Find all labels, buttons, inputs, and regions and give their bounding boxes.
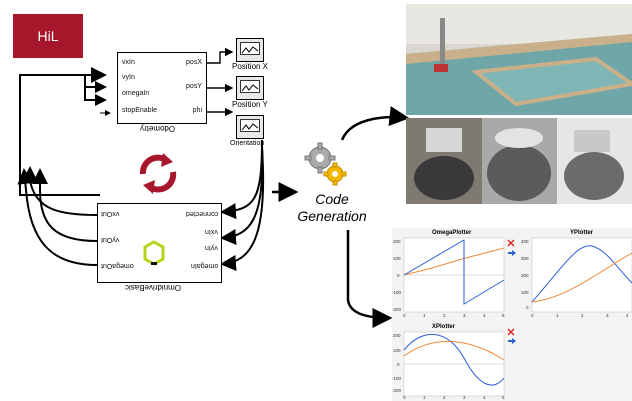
tick-omega-y: 0 (397, 273, 400, 278)
tick-x-y: 200 (393, 333, 401, 338)
omni-port-vxin: vxIn (205, 228, 218, 235)
tick-x-y: 0 (397, 362, 400, 367)
tick-y-y: 300 (521, 256, 529, 261)
arrow-to-plots (346, 230, 393, 328)
tick-x-y: -100 (392, 376, 402, 381)
arrow-icon (508, 338, 516, 344)
tick-x-y: -200 (392, 388, 402, 393)
scope-icon (240, 80, 260, 93)
tick-x-x: 1 (423, 395, 426, 400)
plot-title-x: XPlotter (432, 324, 456, 330)
wire-vy (84, 75, 107, 93)
omni-port-vyout: vyOut (101, 236, 120, 243)
robot-table-photo (406, 4, 632, 115)
tick-omega-y: -200 (392, 307, 402, 312)
tick-y-y: 0 (526, 305, 529, 310)
odometry-input-vy: vyIn (122, 74, 135, 81)
tick-omega-x: 2 (443, 313, 446, 318)
scope-icon (240, 119, 260, 132)
omni-port-vxout: vxOut (101, 210, 120, 217)
tick-y-x: 2 (581, 313, 584, 318)
close-icon (507, 328, 515, 336)
scope-label-y: Position Y (232, 100, 268, 109)
tick-x-y: 100 (393, 348, 401, 353)
wire-connected (220, 139, 263, 220)
omni-port-omegain: omegaIn (190, 262, 218, 269)
odometry-input-omega: omegaIn (122, 90, 150, 97)
hil-badge: HiL (13, 14, 83, 58)
odometry-output-posx: posX (186, 59, 202, 66)
tick-x-x: 2 (443, 395, 446, 400)
tick-omega-x: 3 (463, 313, 466, 318)
code-generation-line2: Generation (297, 208, 367, 224)
robot-photos (406, 118, 632, 204)
scope-icon (240, 42, 260, 55)
code-generation-label: Code Generation (290, 191, 374, 225)
scope-position-x[interactable] (236, 38, 264, 62)
close-icon (507, 239, 515, 247)
tick-omega-x: 4 (483, 313, 486, 318)
arrow-icon (508, 250, 516, 256)
tick-y-x: 0 (531, 313, 534, 318)
wire-omega-in (220, 147, 265, 271)
odometry-input-vx: vxIn (122, 59, 135, 66)
scope-label-x: Position X (232, 62, 269, 71)
omni-port-omegaout: omegaOut (101, 262, 134, 269)
tick-omega-y: 200 (393, 239, 401, 244)
tick-omega-x: 1 (423, 313, 426, 318)
scope-orientation[interactable] (236, 115, 264, 139)
wire-vyout (32, 168, 98, 242)
wire-omega (84, 87, 107, 106)
odometry-output-phi: phi (192, 107, 202, 114)
gears-icon (304, 142, 347, 186)
omnidrive-block[interactable]: vxOut vyOut omegaOut connected vxIn vyIn… (97, 203, 222, 283)
odometry-block[interactable]: vxIn vyIn omegaIn stopEnable posX posY p… (117, 52, 207, 124)
odometry-caption: Odometry (140, 124, 176, 133)
tick-y-x: 1 (556, 313, 559, 318)
omni-port-vyin: vyIn (205, 244, 218, 251)
omni-port-connected: connected (185, 210, 218, 217)
tick-omega-y: -100 (392, 290, 402, 295)
tick-omega-y: 100 (393, 256, 401, 261)
hil-loop-wire (19, 67, 107, 196)
plot-canvas (403, 237, 632, 397)
robot-icon (143, 240, 165, 266)
tick-y-y: 100 (521, 290, 529, 295)
tick-y-y: 400 (521, 239, 529, 244)
plot-title-y: YPlotter (570, 230, 594, 236)
scope-label-orientation: Orientation (230, 140, 265, 147)
odometry-input-stop: stopEnable (122, 107, 158, 114)
hil-label: HiL (37, 28, 59, 44)
tick-y-x: 4 (626, 313, 629, 318)
code-generation-line1: Code (315, 191, 349, 207)
tick-x-x: 0 (403, 395, 406, 400)
wire-posx (205, 47, 234, 64)
tick-x-x: 3 (463, 395, 466, 400)
tick-x-x: 4 (483, 395, 486, 400)
tick-y-x: 3 (606, 313, 609, 318)
scope-position-y[interactable] (236, 76, 264, 100)
omnidrive-caption: OmnidriveBasic (125, 283, 182, 292)
arrow-to-robots (340, 106, 410, 141)
tick-omega-x: 5 (502, 313, 505, 318)
odometry-output-posy: posY (186, 83, 202, 90)
tick-omega-x: 0 (403, 313, 406, 318)
cycle-arrows-icon (139, 153, 177, 194)
tick-y-y: 200 (521, 273, 529, 278)
plot-title-omega: OmegaPlotter (432, 230, 472, 236)
tick-x-x: 5 (502, 395, 505, 400)
wire-omegaout (17, 168, 98, 266)
